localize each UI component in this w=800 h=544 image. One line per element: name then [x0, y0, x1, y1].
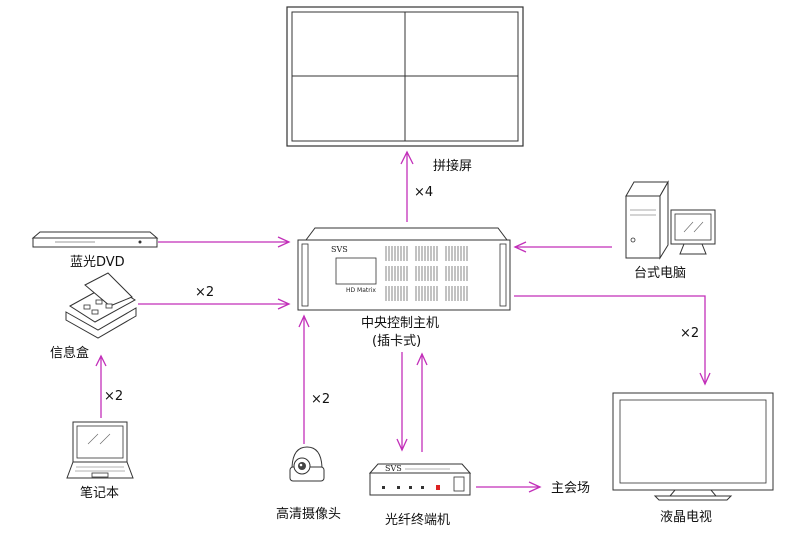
- fiber-terminal-label: 光纤终端机: [385, 512, 450, 528]
- multiplier-laptop: ×2: [104, 389, 123, 404]
- central-host-model: HD Matrix: [346, 287, 376, 294]
- connector-fiber-to-host: [416, 352, 428, 452]
- connector-laptop-to-infobox: [95, 354, 107, 418]
- multiplier-tv: ×2: [680, 326, 699, 341]
- hd-camera-label: 高清摄像头: [276, 506, 341, 522]
- video-wall-label: 拼接屏: [433, 158, 472, 174]
- connector-desktop-to-host: [513, 241, 612, 253]
- desktop-pc: [625, 180, 716, 260]
- connector-host-to-tv: [514, 295, 711, 386]
- connector-fiber-to-venue: [476, 481, 542, 493]
- connector-dvd-to-host: [158, 236, 291, 248]
- laptop-label: 笔记本: [80, 485, 119, 501]
- connector-infobox-to-host: [138, 298, 291, 310]
- connector-host-to-fiber: [396, 352, 408, 452]
- fiber-terminal: SVS: [368, 463, 472, 496]
- lcd-tv-label: 液晶电视: [660, 510, 712, 525]
- fiber-terminal-brand: SVS: [385, 464, 402, 473]
- video-wall: [286, 6, 524, 147]
- central-host: SVS HD Matrix: [297, 227, 511, 311]
- multiplier-camera: ×2: [311, 392, 330, 407]
- bluray-dvd-label: 蓝光DVD: [70, 255, 125, 270]
- laptop: [66, 421, 134, 479]
- multiplier-infobox: ×2: [195, 285, 214, 300]
- central-host-brand: SVS: [331, 245, 348, 254]
- central-host-sublabel: (插卡式): [372, 334, 421, 349]
- info-box-label: 信息盒: [50, 345, 89, 361]
- central-host-label: 中央控制主机: [361, 316, 439, 331]
- desktop-pc-label: 台式电脑: [634, 266, 686, 281]
- multiplier-wall: ×4: [414, 185, 433, 200]
- central-host-card-slots: [385, 246, 468, 301]
- connector-camera-to-host: [298, 314, 310, 444]
- lcd-tv: [612, 392, 774, 501]
- info-box: [65, 272, 137, 339]
- hd-camera: [289, 446, 325, 482]
- main-venue-label: 主会场: [551, 481, 590, 496]
- connector-host-to-wall: [400, 150, 414, 222]
- bluray-dvd-player: [31, 231, 159, 248]
